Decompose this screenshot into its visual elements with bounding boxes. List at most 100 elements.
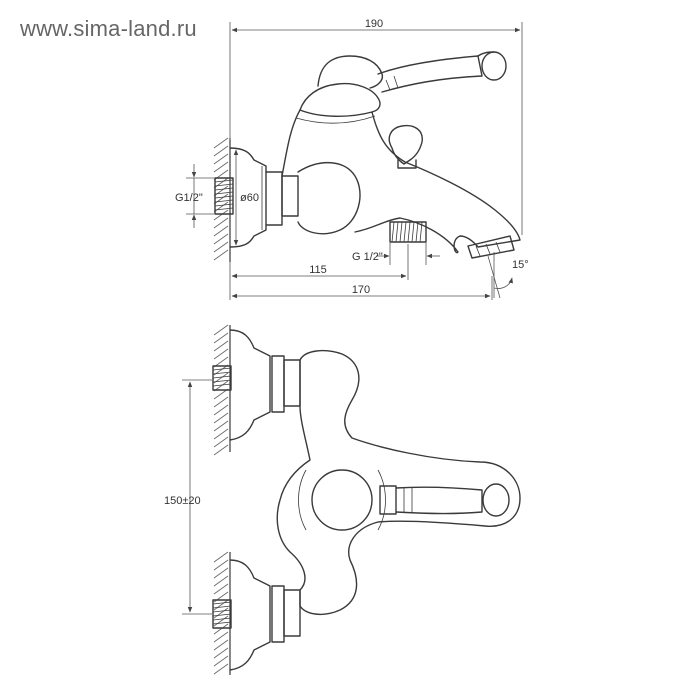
- drawing-line: [213, 428, 229, 440]
- drawing-line: [213, 396, 229, 408]
- dim-g12-shower-label: G 1/2": [352, 251, 383, 263]
- drawing-line: [213, 217, 229, 229]
- flange-lower: [229, 559, 271, 671]
- drawing-line: [213, 324, 229, 336]
- drawing-line: [213, 145, 229, 157]
- inlet-thread-upper: [212, 365, 232, 391]
- drawing-line: [212, 379, 232, 383]
- drawing-line: [213, 647, 229, 659]
- drawing-line: [212, 605, 232, 609]
- drawing-line: [212, 367, 232, 371]
- drawing-line: [214, 191, 234, 195]
- drawing-line: [213, 559, 229, 571]
- drawing-line: [213, 583, 229, 595]
- drawing-line: [213, 209, 229, 221]
- drawing-line: [411, 221, 415, 243]
- drawing-line: [213, 420, 229, 432]
- shower-outlet-thread: [389, 221, 427, 243]
- drawing-line: [213, 177, 229, 189]
- drawing-line: [213, 161, 229, 173]
- drawing-line: [214, 183, 234, 187]
- dim-diameter-label: ø60: [240, 192, 259, 204]
- body-top-outline: [276, 349, 521, 616]
- flange-upper: [229, 329, 271, 441]
- flange-side: [229, 147, 267, 248]
- drawing-line: [213, 444, 229, 456]
- top-view: 150±20: [164, 324, 521, 675]
- drawing-line: [213, 201, 229, 213]
- dim-150-label: 150±20: [164, 495, 201, 507]
- drawing-line: [213, 631, 229, 643]
- drawing-line: [213, 607, 229, 619]
- drawing-line: [213, 153, 229, 165]
- drawing-line: [212, 613, 232, 617]
- wall-top: [213, 137, 231, 262]
- cartridge-top: [311, 469, 373, 531]
- drawing-line: [214, 179, 234, 183]
- drawing-line: [403, 221, 407, 243]
- dim-g12-shower: G 1/2": [352, 243, 440, 265]
- drawing-line: [212, 609, 232, 613]
- dim-angle-label: 15°: [512, 259, 529, 271]
- drawing-line: [214, 187, 234, 191]
- drawing-line: [212, 601, 232, 605]
- dim-150: 150±20: [164, 379, 212, 615]
- drawing-line: [213, 137, 229, 149]
- dim-g12-inlet: G1/2": [175, 164, 214, 228]
- drawing-line: [214, 195, 234, 199]
- aerator: [467, 235, 515, 259]
- dim-angle: 15°: [487, 252, 529, 299]
- drawing-line: [213, 404, 229, 416]
- drawing-line: [212, 617, 232, 621]
- drawing-line: [213, 332, 229, 344]
- drawing-line: [213, 655, 229, 667]
- drawing-line: [213, 599, 229, 611]
- dim-170-label: 170: [352, 284, 370, 296]
- dim-170: 170: [231, 276, 493, 300]
- lever-handle-top: [379, 483, 510, 517]
- dim-diameter: ø60: [233, 149, 259, 246]
- wall-bottom-lower: [213, 551, 231, 675]
- drawing-line: [213, 348, 229, 360]
- dim-190-label: 190: [365, 18, 383, 30]
- drawing-line: [213, 412, 229, 424]
- drawing-line: [213, 241, 229, 253]
- drawing-line: [212, 621, 232, 625]
- drawing-line: [391, 221, 395, 243]
- watermark-text: www.sima-land.ru: [20, 16, 197, 41]
- dim-190: 190: [229, 18, 523, 235]
- drawing-line: [213, 249, 229, 261]
- drawing-line: [213, 436, 229, 448]
- dim-g12-inlet-label: G1/2": [175, 192, 203, 204]
- drawing-line: [395, 221, 399, 243]
- inlet-thread-lower: [212, 599, 232, 629]
- drawing-line: [212, 383, 232, 387]
- dim-115: 115: [229, 244, 409, 300]
- drawing-line: [212, 371, 232, 375]
- drawing-line: [213, 623, 229, 635]
- drawing-line: [213, 185, 229, 197]
- dim-115-label: 115: [309, 264, 327, 276]
- drawing-line: [213, 575, 229, 587]
- drawing-line: [213, 193, 229, 205]
- eccentric-body: [297, 161, 361, 235]
- drawing-line: [213, 615, 229, 627]
- drawing-line: [213, 340, 229, 352]
- drawing-line: [213, 233, 229, 245]
- drawing-line: [214, 203, 234, 207]
- drawing-line: [415, 221, 419, 243]
- drawing-line: [214, 207, 234, 211]
- drawing-line: [213, 551, 229, 563]
- drawing-line: [212, 375, 232, 379]
- drawing-line: [213, 639, 229, 651]
- lever-handle-side: [317, 51, 507, 93]
- drawing-line: [213, 663, 229, 675]
- drawing-line: [407, 221, 411, 243]
- side-view: 190 G1/2" ø60 G 1/2": [175, 18, 529, 300]
- drawing-line: [399, 221, 403, 243]
- spout-body: [281, 109, 521, 254]
- drawing-line: [419, 221, 423, 243]
- inlet-thread-top: [214, 177, 234, 215]
- diverter-knob-side: [388, 124, 423, 169]
